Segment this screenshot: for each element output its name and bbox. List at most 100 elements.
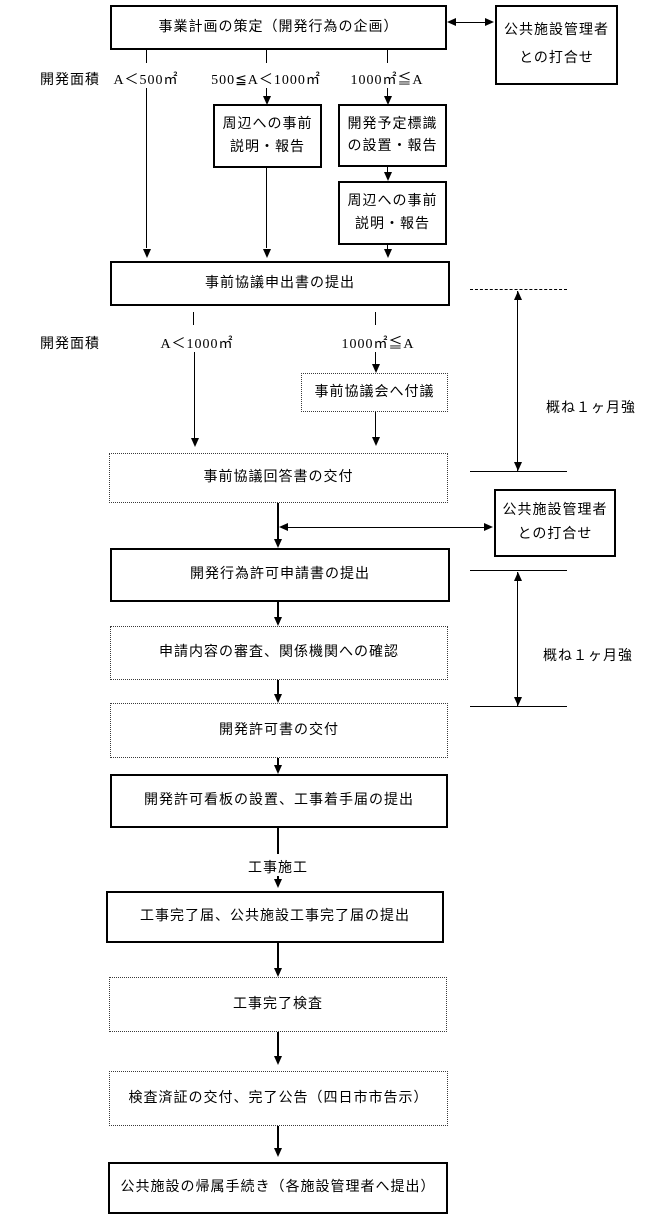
connector-meeting-mid-line <box>285 527 485 528</box>
box-prior-explanation-2: 周辺への事前 説明・報告 <box>338 181 447 245</box>
connector-issue-signboard <box>277 758 279 766</box>
label-dev-area-1: 開発面積 <box>40 73 100 88</box>
measure-2-top-line <box>470 570 567 571</box>
connector-to-council <box>375 352 376 364</box>
meeting-top-line1: 公共施設管理者 <box>504 23 609 39</box>
arrowhead-down <box>372 437 380 446</box>
connector-branch-a1000 <box>194 352 195 438</box>
connector-branch-1000-c <box>387 245 388 250</box>
arrowhead-left <box>447 18 456 26</box>
arrowhead-down <box>384 96 392 105</box>
meeting-mid-line2: との打合せ <box>517 527 593 543</box>
box-inspection-cert: 検査済証の交付、完了公告（四日市市告示） <box>109 1071 448 1126</box>
arrowhead-down <box>274 879 282 888</box>
measure-2-line <box>517 572 518 706</box>
meeting-mid-line1: 公共施設管理者 <box>502 503 608 519</box>
box-signboard-setup: 開発許可看板の設置、工事着手届の提出 <box>110 774 448 828</box>
connector-inspection-cert <box>277 1032 279 1056</box>
label-area-ge-1000-b: 1000㎡≦A <box>341 337 415 352</box>
box-business-plan-label: 事業計画の策定（開発行為の企画） <box>158 19 399 35</box>
connector-reply-application <box>277 503 279 540</box>
connector-application-review <box>277 602 279 617</box>
connector-stub-left <box>146 50 147 63</box>
arrowhead-down <box>263 249 271 258</box>
connector-branch-a500 <box>146 88 147 248</box>
connector-plan-meeting-line <box>455 22 486 23</box>
connector-branch-500-1000-b <box>266 168 267 248</box>
prior-consult-submission-label: 事前協議申出書の提出 <box>205 275 355 291</box>
prior-consult-reply-label: 事前協議回答書の交付 <box>203 470 354 486</box>
box-completion-inspection: 工事完了検査 <box>109 977 447 1032</box>
permit-issue-label: 開発許可書の交付 <box>219 722 339 738</box>
arrowhead-down <box>514 462 522 471</box>
connector-from-council <box>375 412 376 438</box>
arrowhead-right <box>485 18 494 26</box>
connector-branch-1000-b <box>387 167 388 173</box>
connector-construction-report <box>277 876 279 880</box>
box-facility-transfer: 公共施設の帰属手続き（各施設管理者へ提出） <box>108 1162 448 1214</box>
connector-branch-1000-a <box>387 88 388 97</box>
label-area-ge-1000-a: 1000㎡≦A <box>350 73 424 88</box>
prior-explanation-1-line2: 説明・報告 <box>230 139 305 155</box>
arrowhead-up <box>514 291 522 300</box>
connector-stub-right <box>387 50 388 63</box>
connector-cert-transfer <box>277 1126 279 1148</box>
arrowhead-down <box>274 1056 282 1065</box>
arrowhead-down <box>263 96 271 105</box>
arrowhead-down <box>274 1148 282 1157</box>
arrowhead-down <box>274 694 282 703</box>
arrowhead-right <box>484 523 493 531</box>
permit-application-label: 開発行為許可申請書の提出 <box>190 567 370 583</box>
arrowhead-down <box>191 438 199 447</box>
inspection-cert-label: 検査済証の交付、完了公告（四日市市告示） <box>128 1090 429 1106</box>
prior-explanation-2-line2: 説明・報告 <box>355 216 430 232</box>
arrowhead-down <box>274 765 282 774</box>
connector-review-issue <box>277 680 279 695</box>
signboard-setup-label: 開発許可看板の設置、工事着手届の提出 <box>144 793 414 809</box>
box-permit-application: 開発行為許可申請書の提出 <box>110 548 450 602</box>
prior-explanation-1-line1: 周辺への事前 <box>222 117 313 132</box>
box-prior-explanation-1: 周辺への事前 説明・報告 <box>213 104 322 168</box>
label-dev-area-2: 開発面積 <box>40 337 100 352</box>
label-area-lt-500: A＜500㎡ <box>113 73 179 88</box>
measure-2-bottom-line <box>470 706 567 707</box>
measure-1-line <box>517 291 518 471</box>
label-area-500-1000: 500≦A＜1000㎡ <box>211 73 321 88</box>
box-permit-issue: 開発許可書の交付 <box>110 703 448 758</box>
prior-consult-council-label: 事前協議会へ付議 <box>314 384 435 400</box>
arrowhead-left <box>279 523 288 531</box>
arrowhead-down <box>274 617 282 626</box>
arrowhead-down <box>384 249 392 258</box>
label-area-lt-1000: A＜1000㎡ <box>160 337 234 352</box>
connector-report-inspection <box>277 943 279 968</box>
box-application-review: 申請内容の審査、関係機関への確認 <box>110 626 448 680</box>
connector-signboard-construction <box>277 828 279 854</box>
box-prior-consult-submission: 事前協議申出書の提出 <box>110 261 450 306</box>
dev-sign-line2: の設置・報告 <box>347 138 438 154</box>
label-duration-1: 概ね１ヶ月強 <box>546 401 636 416</box>
completion-report-label: 工事完了届、公共施設工事完了届の提出 <box>140 909 410 925</box>
arrowhead-down <box>372 364 380 373</box>
arrowhead-down <box>274 539 282 548</box>
arrowhead-up <box>514 572 522 581</box>
box-business-plan: 事業計画の策定（開発行為の企画） <box>110 5 447 50</box>
connector-tick-right <box>375 312 376 325</box>
connector-stub-middle <box>266 50 267 63</box>
box-prior-consult-council: 事前協議会へ付議 <box>301 373 448 412</box>
dev-sign-line1: 開発予定標識 <box>347 116 438 132</box>
box-prior-consult-reply: 事前協議回答書の交付 <box>109 453 448 503</box>
arrowhead-down <box>514 697 522 706</box>
completion-inspection-label: 工事完了検査 <box>233 996 323 1012</box>
box-public-facility-meeting-top: 公共施設管理者 との打合せ <box>495 5 618 85</box>
connector-branch-500-1000-a <box>266 88 267 97</box>
arrowhead-down <box>384 172 392 181</box>
label-construction: 工事施工 <box>248 861 308 876</box>
prior-explanation-2-line1: 周辺への事前 <box>347 194 438 209</box>
measure-1-top-line <box>470 289 567 290</box>
label-duration-2: 概ね１ヶ月強 <box>543 649 633 664</box>
facility-transfer-label: 公共施設の帰属手続き（各施設管理者へ提出） <box>120 1180 436 1196</box>
connector-tick-left <box>193 312 194 325</box>
box-completion-report: 工事完了届、公共施設工事完了届の提出 <box>106 891 444 943</box>
application-review-label: 申請内容の審査、関係機関への確認 <box>159 645 399 661</box>
